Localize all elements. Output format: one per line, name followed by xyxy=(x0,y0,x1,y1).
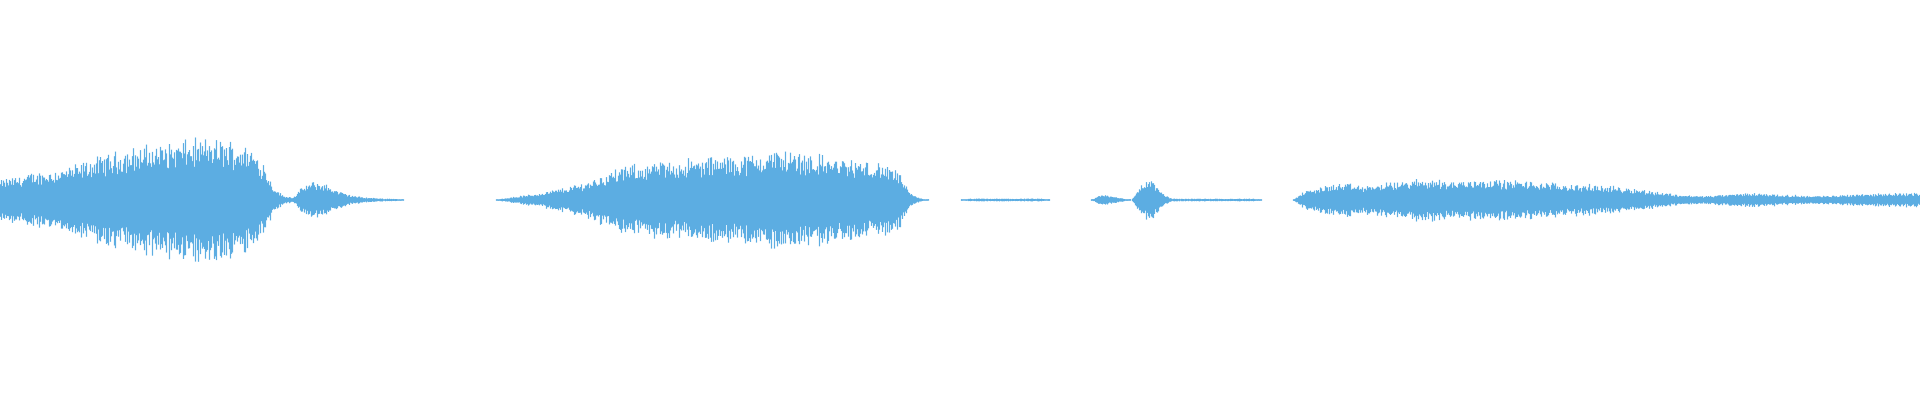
waveform-bars xyxy=(0,137,1920,262)
